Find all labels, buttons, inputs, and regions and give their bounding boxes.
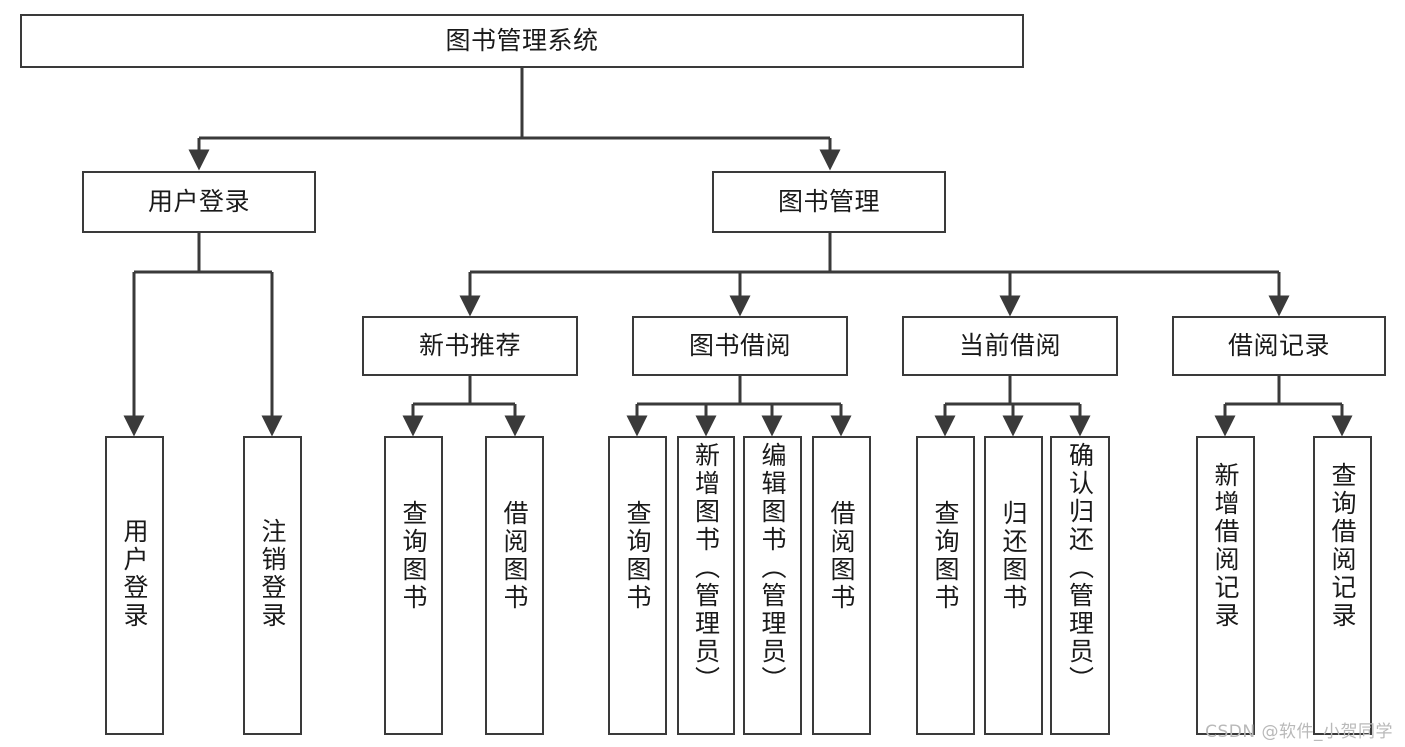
node-label: 新增图书（管理员） [691, 442, 721, 694]
node-leaf-user-login[interactable]: 用户登录 [105, 436, 164, 735]
node-current-borrow[interactable]: 当前借阅 [902, 316, 1118, 376]
node-leaf-add-borrow-record[interactable]: 新增借阅记录 [1196, 436, 1255, 735]
node-label: 注销登录 [258, 518, 287, 630]
node-leaf-query-book-1[interactable]: 查询图书 [384, 436, 443, 735]
node-label: 借阅图书 [500, 500, 529, 612]
node-label: 查询借阅记录 [1328, 462, 1357, 630]
node-label: 查询图书 [399, 500, 428, 612]
node-label: 编辑图书（管理员） [758, 442, 787, 694]
node-leaf-query-borrow-record[interactable]: 查询借阅记录 [1313, 436, 1372, 735]
node-leaf-logout-login[interactable]: 注销登录 [243, 436, 302, 735]
node-leaf-query-book-2[interactable]: 查询图书 [608, 436, 667, 735]
node-leaf-confirm-return-admin[interactable]: 确认归还（管理员） [1050, 436, 1110, 735]
node-new-book-recommend[interactable]: 新书推荐 [362, 316, 578, 376]
node-leaf-query-book-3[interactable]: 查询图书 [916, 436, 975, 735]
node-label: 借阅图书 [827, 500, 856, 612]
node-label: 当前借阅 [958, 331, 1061, 361]
node-borrow-record[interactable]: 借阅记录 [1172, 316, 1386, 376]
node-label: 用户登录 [120, 518, 149, 630]
node-label: 图书管理系统 [445, 26, 599, 56]
node-book-borrow[interactable]: 图书借阅 [632, 316, 848, 376]
node-label: 图书借阅 [688, 331, 791, 361]
node-leaf-borrow-book-2[interactable]: 借阅图书 [812, 436, 871, 735]
node-label: 用户登录 [147, 187, 250, 217]
node-leaf-return-book[interactable]: 归还图书 [984, 436, 1043, 735]
node-book-management[interactable]: 图书管理 [712, 171, 946, 233]
node-leaf-edit-book-admin[interactable]: 编辑图书（管理员） [743, 436, 802, 735]
node-label: 归还图书 [999, 500, 1028, 612]
node-leaf-borrow-book-1[interactable]: 借阅图书 [485, 436, 544, 735]
node-label: 新书推荐 [418, 331, 521, 361]
node-label: 查询图书 [623, 500, 652, 612]
node-label: 查询图书 [931, 500, 960, 612]
node-user-login[interactable]: 用户登录 [82, 171, 316, 233]
node-label: 图书管理 [777, 187, 880, 217]
node-leaf-add-book-admin[interactable]: 新增图书（管理员） [677, 436, 735, 735]
node-label: 借阅记录 [1227, 331, 1330, 361]
node-label: 新增借阅记录 [1211, 462, 1240, 630]
node-label: 确认归还（管理员） [1065, 442, 1095, 694]
node-root-book-management-system[interactable]: 图书管理系统 [20, 14, 1024, 68]
